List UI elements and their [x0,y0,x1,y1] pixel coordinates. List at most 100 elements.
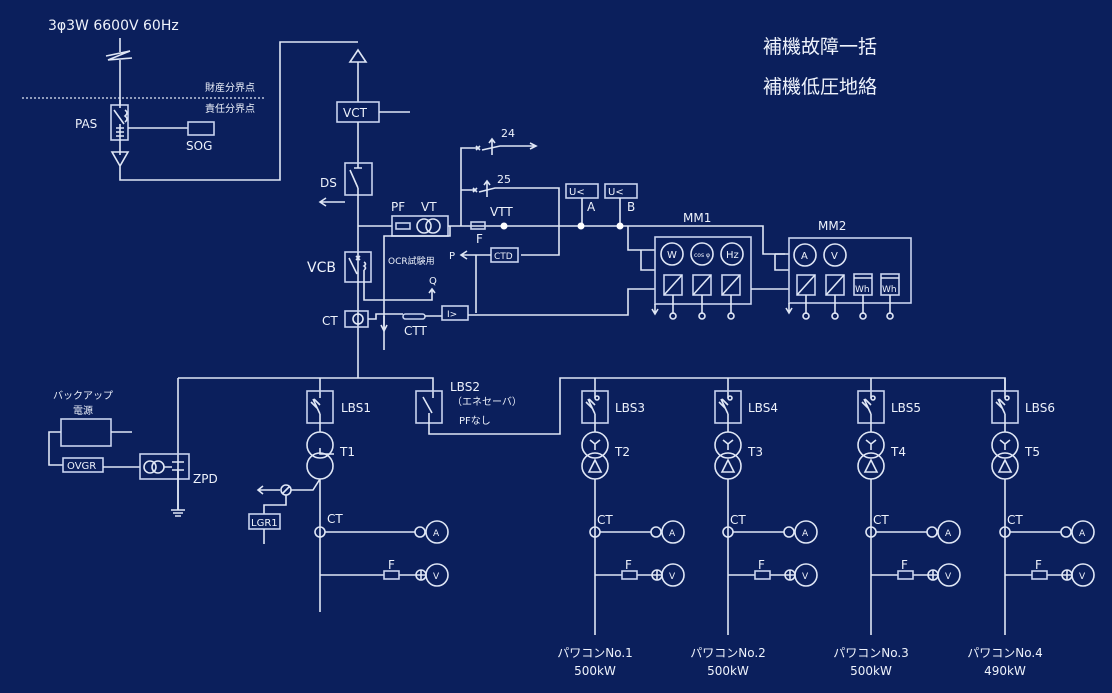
vt-wire [595,570,662,580]
ct-main-icon [352,313,364,325]
pas-switch[interactable] [110,100,129,155]
fuse-icon [621,570,638,580]
vt-return-wire [383,226,451,350]
ammeter[interactable] [937,520,961,544]
t1-ammeter[interactable] [425,520,449,544]
mm2-transducers [785,273,900,320]
t1-fuse-label: F [388,558,395,572]
ammeter-label: A [802,529,809,539]
pcs-name: パワコンNo.2 [690,646,766,660]
ctd-label: CTD [494,252,513,262]
fuse-label: F [625,558,632,572]
fuse-label: F [758,558,765,572]
ctt-terminal[interactable] [402,313,426,320]
zpd-coil-1-icon [143,460,157,474]
lbs2-label: LBS2 [450,380,480,394]
transformer-secondary-icon [714,452,742,480]
uv-b-node [616,222,624,230]
zpd-box[interactable] [139,453,190,480]
transformer-primary-icon [991,431,1019,459]
vcb-contact [348,252,436,301]
uv-relay-b-symbol: U< [608,187,624,198]
fuse-icon [754,570,771,580]
ocr-test-label: OCR試験用 [388,255,435,267]
voltmeter[interactable] [794,563,818,587]
t1-label: T1 [339,445,355,459]
lbs1-label: LBS1 [341,401,371,415]
vt-wire [728,570,795,580]
mm2-ammeter[interactable] [793,243,817,267]
mm2-voltmeter[interactable] [823,243,847,267]
branch-25-label: 25 [497,173,511,186]
t1-secondary-icon [306,452,334,480]
ct-label: CT [730,513,746,527]
sog-label: SOG [186,139,212,153]
p-label: P [449,251,455,262]
branch-25 [461,179,560,256]
lbs-fuse-icon [727,395,733,401]
ocr-relay-label: I> [447,310,457,320]
transformer-secondary-icon [857,452,885,480]
wye-delta-icon [587,439,603,473]
vtt-fuse [470,221,486,230]
alarm-aux-ground-fault: 補機低圧地絡 [763,76,877,98]
property-boundary-label: 財産分界点 [205,81,255,94]
transformer-secondary-icon [991,452,1019,480]
wye-delta-icon [720,439,736,473]
pcs-capacity: 490kW [984,664,1026,678]
mm1-feed-wire [627,225,785,271]
sog-box[interactable] [187,121,215,136]
ammeter-label: A [669,529,676,539]
mm1-panel[interactable] [654,236,752,305]
transformer-primary-icon [581,431,609,459]
uv-relay-a[interactable] [565,183,599,226]
mm1-label: MM1 [683,211,711,225]
backup-power-box[interactable] [60,418,112,447]
mm2-panel[interactable] [788,237,912,304]
t1-ammeter-switch-icon [414,526,426,538]
vtt-fuse-label: F [476,232,483,246]
backup-wire [48,431,132,466]
ds-blade [349,169,359,252]
voltmeter[interactable] [937,563,961,587]
voltmeter[interactable] [661,563,685,587]
branch-24 [460,137,538,226]
ammeter-switch-icon [650,526,662,538]
vtt-label: VTT [490,205,513,219]
ctt-wire [380,315,442,333]
ammeter[interactable] [661,520,685,544]
transformer-primary-icon [857,431,885,459]
ovgr-label: OVGR [67,461,96,472]
ocr-to-mm1-wire [468,288,655,316]
ocr-relay-box[interactable] [441,305,469,321]
voltmeter[interactable] [1071,563,1095,587]
cable-head-icon [348,48,368,102]
backup-power-label-2: 電源 [73,404,93,417]
mm1-transducers [651,274,741,320]
mm1-pf-meter[interactable] [690,242,714,266]
mm1-hz-meter[interactable] [720,242,744,266]
uv-relay-b[interactable] [604,183,638,226]
lbs-fuse-icon [1004,395,1010,401]
zpd-label: ZPD [193,472,218,486]
wye-delta-icon [863,439,879,473]
vt-coil-2-icon [425,218,441,234]
t1-voltmeter[interactable] [425,563,449,587]
ground-icon [164,461,185,517]
mm1-watt-meter[interactable] [660,242,684,266]
mm2-wh-meter-2: Wh [882,285,897,295]
lbs-label: LBS6 [1025,401,1055,415]
ct-label: CT [597,513,613,527]
alarm-aux-fault: 補機故障一括 [763,36,877,58]
ammeter-label: A [1079,529,1086,539]
lbs-fuse-icon [870,395,876,401]
lbs-blade [718,392,729,432]
ammeter[interactable] [1071,520,1095,544]
voltmeter-label: V [945,572,952,582]
ovgr-box[interactable] [62,457,104,473]
ammeter[interactable] [794,520,818,544]
vtt-terminal[interactable] [500,222,508,230]
uv-relay-b-tag: B [627,200,635,214]
